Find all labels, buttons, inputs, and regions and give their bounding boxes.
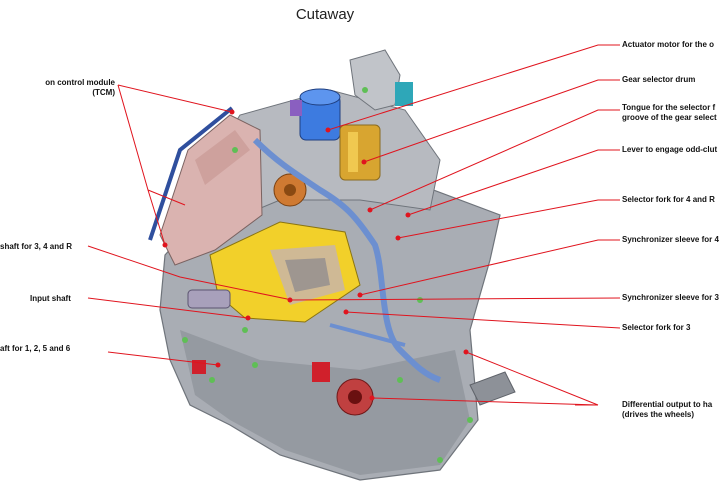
leader-tongue (369, 109, 620, 211)
leader-gear-selector-drum (363, 79, 620, 163)
label-lever: Lever to engage odd-clut (622, 145, 718, 154)
leader-tcm-2 (117, 84, 166, 246)
leader-diff-1 (371, 397, 599, 406)
leader-shaft-34r (87, 245, 293, 301)
label-fork-4r: Selector fork for 4 and R (622, 195, 715, 204)
leader-tcm-3 (147, 189, 186, 206)
leader-lever (407, 149, 620, 216)
output-shaft-right (469, 371, 516, 406)
label-sync-4: Synchronizer sleeve for 4 (622, 235, 719, 244)
leader-tcm (117, 84, 233, 113)
label-sync-3: Synchronizer sleeve for 3 (622, 293, 719, 302)
oil-pipe-branch (329, 323, 406, 347)
leader-diff-2 (465, 351, 599, 406)
label-input-shaft: Input shaft (30, 294, 71, 303)
leader-lines (87, 44, 621, 406)
label-diff-output: Differential output to ha (drives the wh… (622, 400, 713, 419)
leader-sync-4 (359, 239, 620, 296)
leader-fork-4r (397, 199, 620, 239)
label-fork-3: Selector fork for 3 (622, 323, 691, 332)
diagram-title: Cutaway (295, 6, 355, 23)
label-gear-selector-drum: Gear selector drum (622, 75, 696, 84)
oil-pipe (252, 137, 442, 383)
leader-input-shaft (87, 297, 249, 319)
label-actuator-motor: Actuator motor for the o (622, 40, 714, 49)
tcm-grid (195, 130, 250, 185)
red-sensor (312, 362, 330, 382)
gear-selector-drum (339, 124, 381, 181)
label-tongue: Tongue for the selector f groove of the … (622, 103, 717, 122)
leader-dots (162, 109, 469, 401)
tcm-frame (148, 106, 234, 241)
leader-sync-3 (289, 297, 621, 301)
leader-actuator-motor (327, 44, 620, 131)
label-tcm: on control module (TCM) (45, 78, 115, 97)
label-shaft-1256: aft for 1, 2, 5 and 6 (0, 344, 71, 353)
leader-fork-3 (345, 311, 621, 329)
leader-shaft-1256 (107, 351, 219, 366)
label-shaft-34r: shaft for 3, 4 and R (0, 242, 73, 251)
housing-bolts (182, 87, 473, 463)
input-shaft-part (187, 289, 231, 309)
